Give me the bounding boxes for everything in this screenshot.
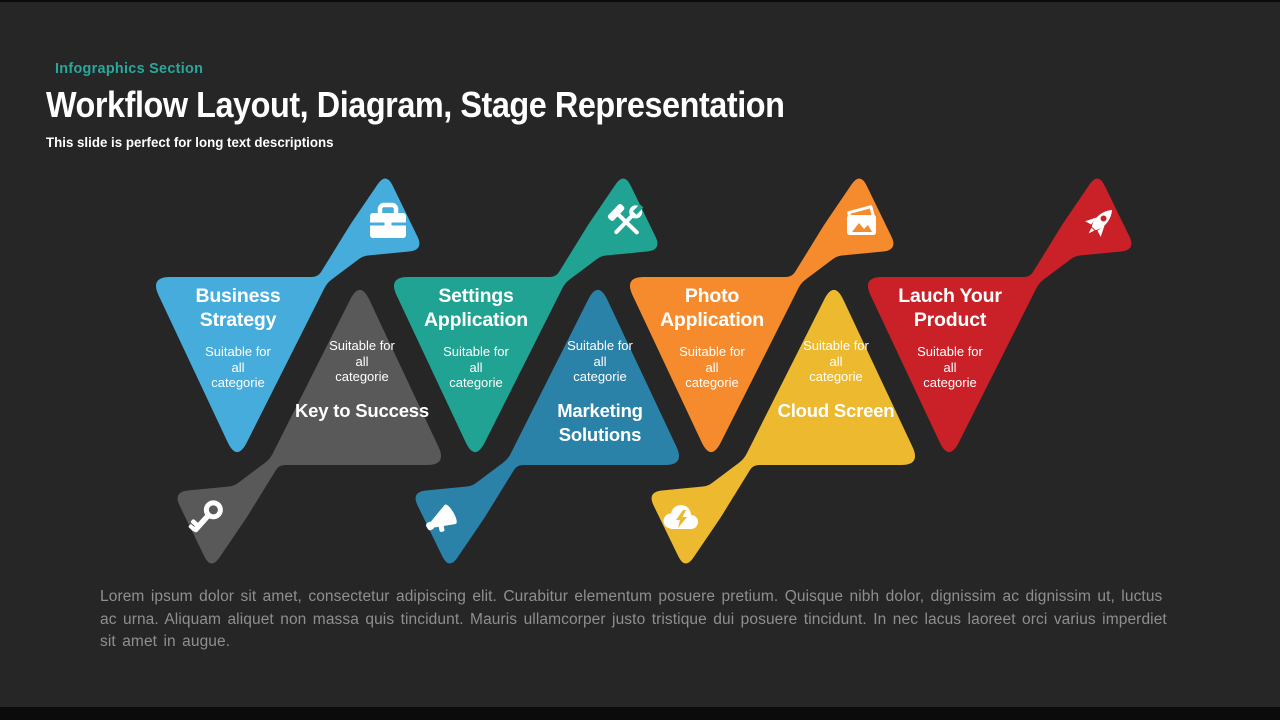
stage-title: Marketing Solutions bbox=[557, 399, 643, 445]
megaphone-icon bbox=[426, 504, 457, 532]
stage-subtitle: Suitable for all categorie bbox=[803, 338, 869, 384]
stage-label[interactable]: Photo Application Suitable for all categ… bbox=[622, 284, 802, 391]
page-title: Workflow Layout, Diagram, Stage Represen… bbox=[46, 84, 785, 125]
stage-subtitle: Suitable for all categorie bbox=[205, 344, 271, 390]
stage-title: Settings Application bbox=[424, 285, 528, 331]
cloud-bolt-icon bbox=[663, 505, 698, 529]
stage-title: Business Strategy bbox=[195, 285, 281, 331]
key-icon bbox=[188, 500, 223, 533]
briefcase-icon bbox=[370, 202, 406, 238]
stage-label[interactable]: Suitable for all categorie Cloud Screen bbox=[746, 338, 926, 423]
stage-title: Key to Success bbox=[295, 399, 429, 421]
stage-label[interactable]: Lauch Your Product Suitable for all cate… bbox=[860, 284, 1040, 391]
page-subtitle: This slide is perfect for long text desc… bbox=[46, 134, 334, 150]
rocket-icon bbox=[1085, 209, 1113, 237]
eyebrow: Infographics Section bbox=[55, 60, 204, 77]
description-paragraph: Lorem ipsum dolor sit amet, consectetur … bbox=[100, 588, 1167, 650]
stage-label[interactable]: Suitable for all categorie Marketing Sol… bbox=[510, 338, 690, 447]
top-border bbox=[0, 0, 1280, 2]
tools-icon bbox=[607, 204, 644, 235]
bottom-border bbox=[0, 707, 1280, 720]
stage-subtitle: Suitable for all categorie bbox=[917, 344, 983, 390]
workflow-diagram bbox=[155, 178, 1132, 564]
stage-subtitle: Suitable for all categorie bbox=[567, 338, 633, 384]
stage-subtitle: Suitable for all categorie bbox=[329, 338, 395, 384]
stage-title: Lauch Your Product bbox=[898, 285, 1002, 331]
stage-title: Cloud Screen bbox=[777, 399, 895, 421]
stage-label[interactable]: Business Strategy Suitable for all categ… bbox=[148, 284, 328, 391]
stage-label[interactable]: Settings Application Suitable for all ca… bbox=[386, 284, 566, 391]
stage-subtitle: Suitable for all categorie bbox=[679, 344, 745, 390]
stage-subtitle: Suitable for all categorie bbox=[443, 344, 509, 390]
photo-icon bbox=[847, 205, 876, 235]
stage-label[interactable]: Suitable for all categorie Key to Succes… bbox=[272, 338, 452, 423]
stage-title: Photo Application bbox=[660, 285, 764, 331]
